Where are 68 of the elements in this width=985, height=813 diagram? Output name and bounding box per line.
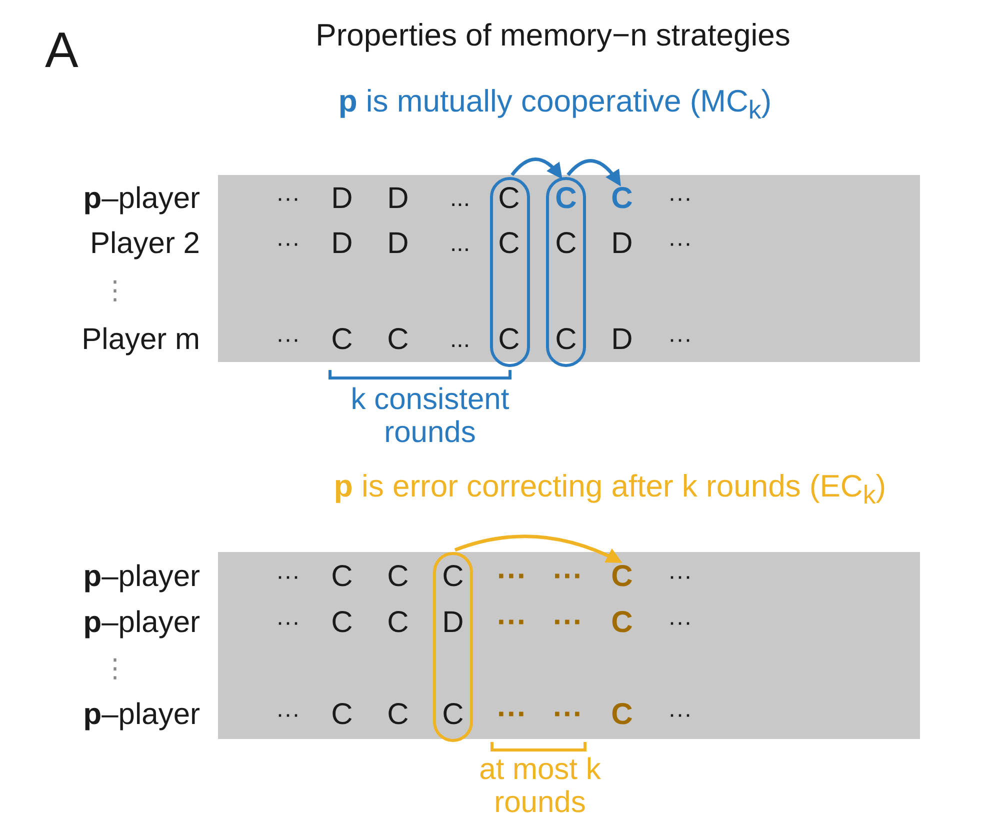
row-label: p–player <box>83 608 200 638</box>
move-letter: C <box>331 608 353 638</box>
move-letter: C <box>387 608 409 638</box>
move-letter: C <box>387 325 409 355</box>
ellipsis: ··· <box>276 611 300 635</box>
row-label: Player m <box>82 325 200 355</box>
move-letter: C <box>611 184 633 214</box>
bracket-label: at most k rounds <box>478 753 602 813</box>
curved-arrow <box>454 534 622 563</box>
move-letter: C <box>611 700 633 730</box>
row-label: p–player <box>83 562 200 592</box>
row-label: Player 2 <box>90 229 200 259</box>
move-letter: C <box>331 325 353 355</box>
ellipsis: ··· <box>276 703 300 727</box>
ellipsis: ··· <box>668 611 692 635</box>
ellipsis: ··· <box>553 608 583 638</box>
ellipsis: ... <box>450 187 470 211</box>
ellipsis: ··· <box>553 700 583 730</box>
move-letter: D <box>331 229 353 259</box>
move-letter: D <box>387 229 409 259</box>
ellipsis: ··· <box>276 328 300 352</box>
curved-arrow <box>510 158 562 180</box>
figure-title: Properties of memory−n strategies <box>316 20 790 50</box>
move-letter: C <box>498 325 520 355</box>
property-heading: p is error correcting after k rounds (EC$_{k}$) <box>334 470 886 510</box>
ellipsis: ... <box>450 328 470 352</box>
move-letter: C <box>611 608 633 638</box>
ellipsis: ... <box>450 232 470 256</box>
move-letter: C <box>331 562 353 592</box>
move-letter: D <box>387 184 409 214</box>
move-letter: C <box>611 562 633 592</box>
move-letter: D <box>611 229 633 259</box>
ellipsis: ··· <box>668 328 692 352</box>
column-highlight <box>490 177 530 367</box>
curved-arrow <box>566 159 621 186</box>
row-label: p–player <box>83 700 200 730</box>
ellipsis: ··· <box>497 562 527 592</box>
panel-letter: A <box>45 25 78 75</box>
move-letter: C <box>555 325 577 355</box>
move-letter: C <box>555 184 577 214</box>
move-letter: D <box>611 325 633 355</box>
ellipsis: ··· <box>497 700 527 730</box>
ellipsis: ··· <box>276 187 300 211</box>
move-letter: D <box>331 184 353 214</box>
ellipsis: ··· <box>497 608 527 638</box>
column-highlight <box>433 552 473 742</box>
column-highlight <box>546 177 586 367</box>
ellipsis: ··· <box>668 565 692 589</box>
move-letter: C <box>331 700 353 730</box>
move-letter: C <box>498 229 520 259</box>
ellipsis: ··· <box>276 232 300 256</box>
move-letter: C <box>387 700 409 730</box>
move-letter: C <box>555 229 577 259</box>
ellipsis: ··· <box>668 232 692 256</box>
move-letter: C <box>442 700 464 730</box>
vertical-ellipsis: ⋮ <box>102 655 128 681</box>
bracket-label: k consistent rounds <box>350 383 510 449</box>
row-label: p–player <box>83 184 200 214</box>
property-heading: p is mutually cooperative (MC$_{k}$) <box>338 86 772 124</box>
ellipsis: ··· <box>668 187 692 211</box>
ellipsis: ··· <box>668 703 692 727</box>
ellipsis: ··· <box>276 565 300 589</box>
move-letter: C <box>442 562 464 592</box>
move-letter: D <box>442 608 464 638</box>
vertical-ellipsis: ⋮ <box>102 277 128 303</box>
move-letter: C <box>387 562 409 592</box>
ellipsis: ··· <box>553 562 583 592</box>
move-letter: C <box>498 184 520 214</box>
